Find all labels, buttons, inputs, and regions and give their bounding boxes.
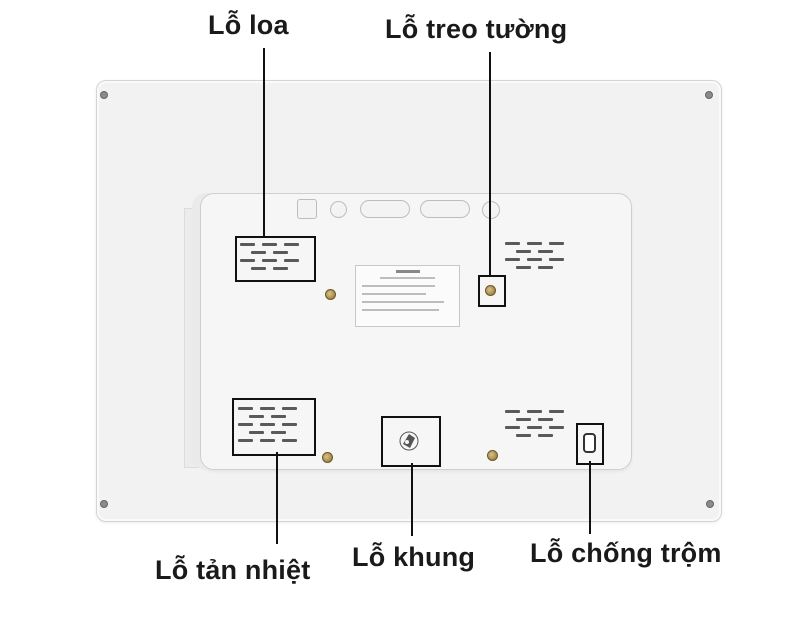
leader-speaker: [263, 48, 265, 236]
wall-mount-screw: [485, 285, 496, 296]
screw-right-lower: [487, 450, 498, 461]
leader-heat-vent: [276, 452, 278, 544]
corner-screw-bottom-left: [100, 500, 108, 508]
leader-frame: [411, 463, 413, 536]
screw-left-upper: [325, 289, 336, 300]
speaker-hole-highlight: [235, 236, 316, 282]
corner-screw-top-right: [705, 91, 713, 99]
corner-screw-bottom-right: [706, 500, 714, 508]
screw-left-lower: [322, 452, 333, 463]
frame-keyhole-icon: [399, 431, 419, 451]
corner-screw-top-left: [100, 91, 108, 99]
square-button[interactable]: [297, 199, 317, 219]
vent-top-right: [505, 240, 575, 276]
rocker-button-left[interactable]: [360, 200, 410, 218]
leader-wall-mount: [489, 52, 491, 275]
vent-bottom-right: [505, 408, 575, 444]
speaker-vent: [240, 241, 310, 277]
leader-anti-theft: [589, 461, 591, 534]
speaker-hole-label: Lỗ loa: [208, 10, 289, 40]
heat-vent-label: Lỗ tản nhiệt: [155, 555, 311, 585]
heat-vent-highlight: [232, 398, 316, 456]
frame-hole-label: Lỗ khung: [352, 542, 476, 572]
rocker-button-right[interactable]: [420, 200, 470, 218]
heat-vent: [238, 405, 308, 449]
panel-step: [184, 208, 203, 468]
anti-theft-slot: [583, 433, 596, 453]
round-button[interactable]: [330, 201, 347, 218]
product-label-sticker: [355, 265, 460, 327]
wall-mount-hole-highlight: [478, 275, 506, 307]
round-button-2[interactable]: [482, 201, 500, 219]
wall-mount-hole-label: Lỗ treo tường: [385, 14, 568, 44]
anti-theft-hole-label: Lỗ chống trộm: [530, 538, 722, 568]
